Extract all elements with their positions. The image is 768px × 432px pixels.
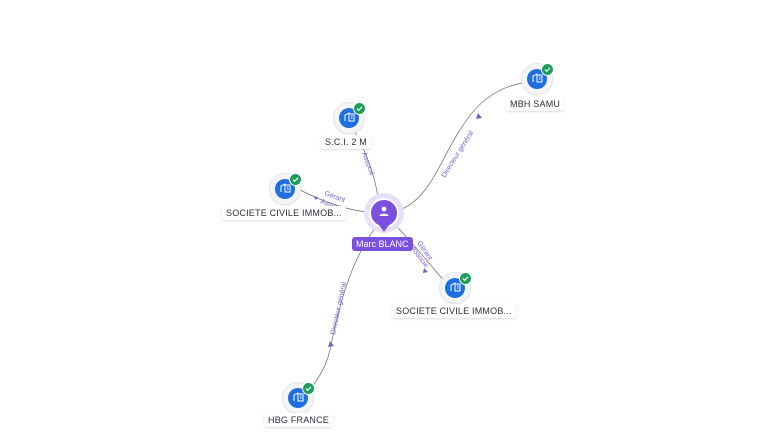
company-node-mbh-samu[interactable] [522, 63, 554, 94]
building-icon [532, 70, 543, 88]
verified-check-icon [459, 272, 472, 285]
arrow-sci2 [423, 268, 428, 273]
edge-hbg [303, 227, 376, 395]
verified-check-icon [289, 173, 302, 186]
company-node-hbg-france[interactable] [283, 382, 315, 413]
verified-check-icon [541, 63, 554, 76]
edge-sci2 [395, 225, 447, 284]
verified-check-icon [353, 102, 366, 115]
edge-mbh [396, 81, 531, 212]
person-node-marc-blanc[interactable] [369, 198, 399, 228]
arrow-sci1 [313, 196, 318, 200]
company-label-hbg-france[interactable]: HBG FRANCE [264, 413, 334, 427]
center-pointer [379, 225, 389, 232]
edge-sci1 [299, 189, 369, 213]
company-node-sci-1[interactable] [270, 173, 302, 204]
company-label-sci-2[interactable]: SOCIETE CIVILE IMMOB... [392, 304, 516, 318]
company-label-sci-1[interactable]: SOCIETE CIVILE IMMOB... [222, 206, 346, 220]
building-icon [280, 180, 291, 198]
company-label-mbh-samu[interactable]: MBH SAMU [506, 97, 565, 111]
company-label-sci-2m[interactable]: S.C.I. 2 M [321, 135, 372, 149]
arrow-mbh [476, 113, 482, 119]
arrow-hbg [328, 341, 334, 347]
building-icon [293, 389, 304, 407]
building-icon [450, 279, 461, 297]
company-node-sci-2[interactable] [440, 272, 472, 303]
person-icon [378, 204, 390, 222]
person-label[interactable]: Marc BLANC [352, 237, 413, 251]
company-node-sci-2m[interactable] [334, 102, 366, 133]
edge-label-hbg: Directeur général [330, 281, 348, 335]
building-icon [344, 109, 355, 127]
edge-label-sci2m: Associé [360, 151, 375, 177]
verified-check-icon [302, 382, 315, 395]
